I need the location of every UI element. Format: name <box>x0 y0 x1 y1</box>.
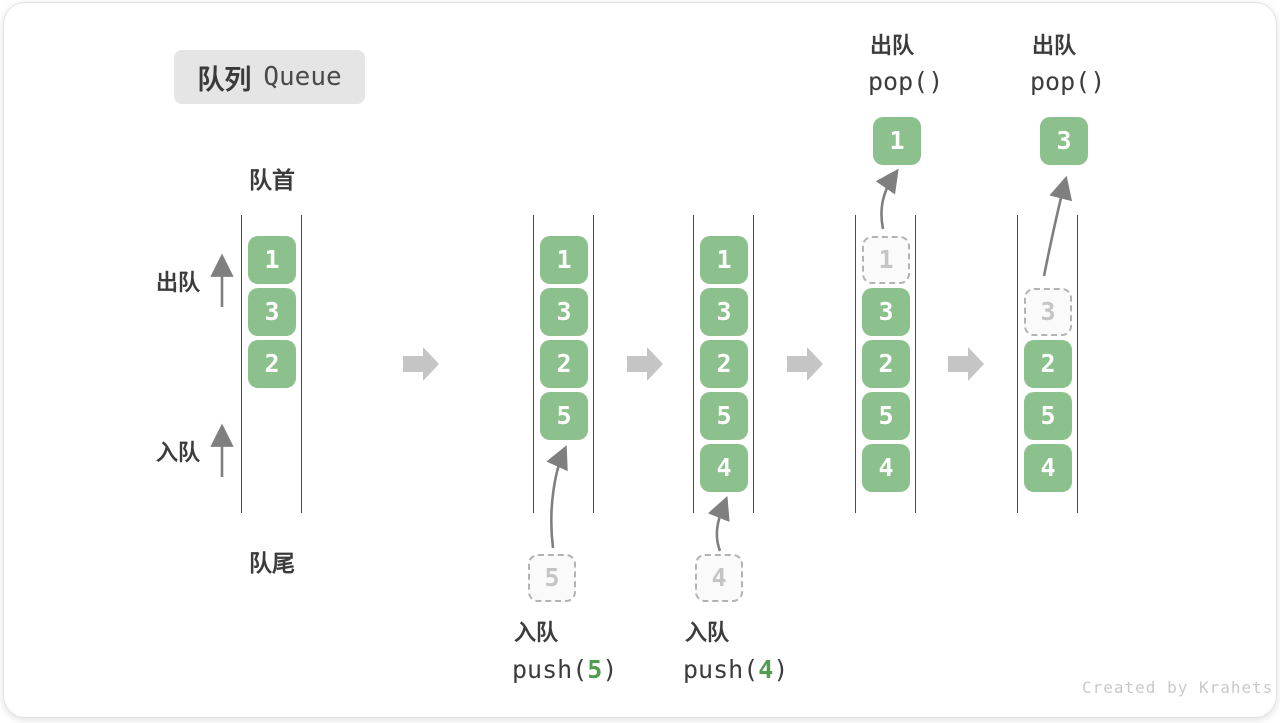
queue-front-label: 队首 <box>249 167 295 193</box>
incoming-element-ghost: 4 <box>695 554 743 602</box>
arrows-overlay <box>210 168 1073 552</box>
code-argument: 5 <box>587 655 603 684</box>
queue-item: 2 <box>540 340 588 388</box>
pop-operation-label: 出队 <box>870 33 915 58</box>
push-code-label: push(4) <box>683 655 788 685</box>
queue-item: 3 <box>248 288 296 336</box>
next-state-block-arrow <box>627 347 663 381</box>
queue-item: 5 <box>700 392 748 440</box>
code-argument: 4 <box>758 655 774 684</box>
pop-code-label: pop() <box>1030 67 1105 97</box>
next-state-block-arrow <box>787 347 823 381</box>
incoming-element-ghost: 5 <box>528 554 576 602</box>
queue-rear-label: 队尾 <box>249 550 295 576</box>
popped-element: 3 <box>1040 117 1088 165</box>
code-text: ) <box>773 655 789 684</box>
code-text: pop() <box>868 67 944 96</box>
queue-item: 2 <box>862 340 910 388</box>
queue-item: 4 <box>700 444 748 492</box>
queue-item: 2 <box>248 340 296 388</box>
queue-item: 3 <box>862 288 910 336</box>
code-text: pop() <box>1030 67 1106 96</box>
queue-item: 1 <box>540 236 588 284</box>
popped-element: 1 <box>873 117 921 165</box>
queue-item: 5 <box>1024 392 1072 440</box>
title-badge: 队列 Queue <box>174 50 365 104</box>
queue-item: 4 <box>862 444 910 492</box>
push-operation-label: 入队 <box>685 620 730 645</box>
push-code-label: push(5) <box>512 655 617 685</box>
queue-item: 3 <box>700 288 748 336</box>
dequeue-side-label: 出队 <box>156 270 201 295</box>
code-text: ) <box>602 655 618 684</box>
next-state-block-arrow <box>403 347 439 381</box>
queue-item-ghost: 3 <box>1024 288 1072 336</box>
next-state-block-arrow <box>948 347 984 381</box>
queue-item: 1 <box>248 236 296 284</box>
queue-item: 4 <box>1024 444 1072 492</box>
title-zh: 队列 <box>197 64 252 95</box>
queue-item: 5 <box>540 392 588 440</box>
queue-item-ghost: 1 <box>862 236 910 284</box>
pop-code-label: pop() <box>868 67 943 97</box>
queue-item: 1 <box>700 236 748 284</box>
queue-item: 5 <box>862 392 910 440</box>
watermark: Created by Krahets <box>1082 678 1274 697</box>
queue-item: 3 <box>540 288 588 336</box>
queue-item: 2 <box>1024 340 1072 388</box>
enqueue-side-label: 入队 <box>156 440 201 465</box>
pop-operation-label: 出队 <box>1032 33 1077 58</box>
code-text: push( <box>683 655 759 684</box>
code-text: push( <box>512 655 588 684</box>
push-operation-label: 入队 <box>514 620 559 645</box>
queue-item: 2 <box>700 340 748 388</box>
title-en: Queue <box>263 62 342 92</box>
